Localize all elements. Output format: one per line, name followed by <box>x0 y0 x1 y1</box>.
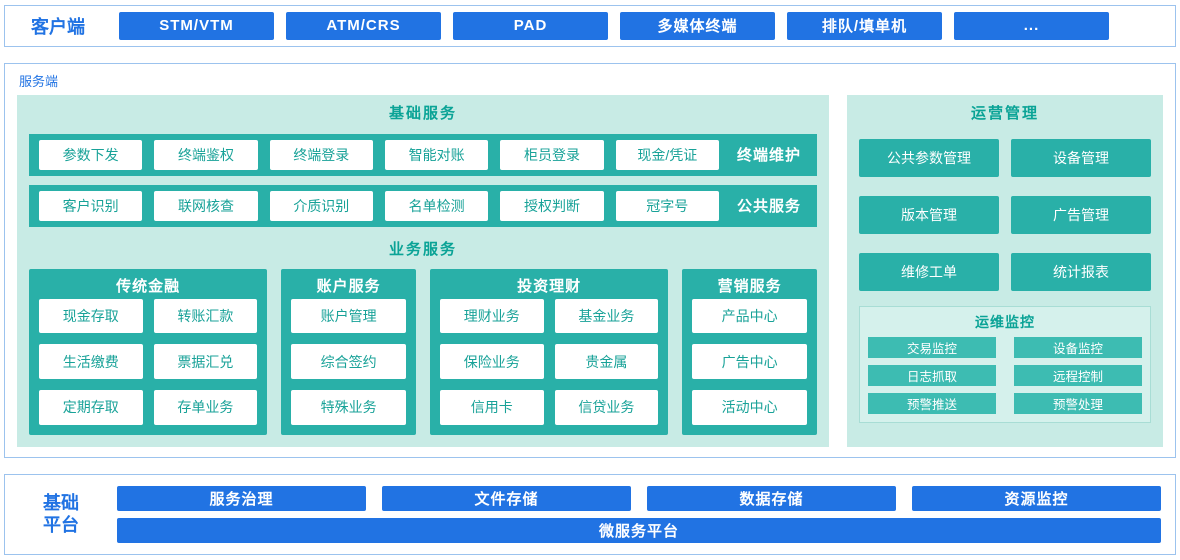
client-terminal-atm-crs: ATM/CRS <box>286 11 441 40</box>
platform-label: 基础 平台 <box>43 492 79 536</box>
business-cell: 账户管理 <box>291 298 406 334</box>
client-terminal-more: ... <box>954 11 1109 40</box>
monitor-item: 预警推送 <box>868 392 996 414</box>
business-cell: 票据汇兑 <box>153 344 258 379</box>
group-title: 营销服务 <box>717 277 782 295</box>
operation-item: 统计报表 <box>1011 252 1151 291</box>
basic-cell: 终端登录 <box>269 139 373 170</box>
client-band: 客户端 STM/VTM ATM/CRS PAD 多媒体终端 排队/填单机 ... <box>4 5 1176 47</box>
basic-cell: 授权判断 <box>500 190 604 221</box>
business-cell: 基金业务 <box>554 298 659 334</box>
basic-cell: 介质识别 <box>269 190 373 221</box>
client-terminal-multimedia: 多媒体终端 <box>620 11 775 40</box>
platform-data-storage: 数据存储 <box>647 485 896 511</box>
monitor-item: 日志抓取 <box>868 364 996 386</box>
client-terminal-queue: 排队/填单机 <box>787 11 942 40</box>
operation-item: 设备管理 <box>1011 138 1151 177</box>
group-traditional-finance: 传统金融 现金存取 转账汇款 生活缴费 票据汇兑 定期存取 存单业务 <box>29 268 268 435</box>
client-terminal-pad: PAD <box>453 11 608 40</box>
business-cell: 理财业务 <box>440 298 544 334</box>
monitor-item: 设备监控 <box>1014 336 1142 358</box>
operation-item: 广告管理 <box>1011 195 1151 234</box>
basic-row-tag: 公共服务 <box>736 198 801 216</box>
operation-item: 公共参数管理 <box>859 138 999 177</box>
monitor-item: 远程控制 <box>1014 364 1142 386</box>
client-terminal-stm-vtm: STM/VTM <box>119 11 274 40</box>
basic-cell: 冠字号 <box>615 190 719 221</box>
group-investment: 投资理财 理财业务 基金业务 保险业务 贵金属 信用卡 信贷业务 <box>430 268 669 435</box>
basic-cell: 柜员登录 <box>500 139 604 170</box>
basic-cell: 智能对账 <box>384 139 489 170</box>
basic-services-title: 基础服务 <box>388 104 457 122</box>
basic-cell: 现金/凭证 <box>615 139 719 170</box>
basic-row-terminal-maintenance: 参数下发 终端鉴权 终端登录 智能对账 柜员登录 现金/凭证 终端维护 <box>29 133 817 176</box>
group-title: 传统金融 <box>116 277 181 295</box>
basic-cell: 客户识别 <box>39 190 143 221</box>
business-cell: 综合签约 <box>291 344 406 379</box>
business-cell: 保险业务 <box>440 344 544 379</box>
business-cell: 活动中心 <box>692 390 807 425</box>
basic-cell: 参数下发 <box>39 139 143 170</box>
ops-monitor-panel: 运维监控 交易监控 设备监控 日志抓取 远程控制 预警推送 预警处理 <box>859 305 1151 423</box>
business-cell: 贵金属 <box>554 344 659 379</box>
operation-buttons: 公共参数管理 设备管理 版本管理 广告管理 维修工单 统计报表 <box>859 138 1151 291</box>
monitor-item: 交易监控 <box>868 336 996 358</box>
operation-panel: 运营管理 公共参数管理 设备管理 版本管理 广告管理 维修工单 统计报表 运维监… <box>847 94 1163 447</box>
basic-row-public-services: 客户识别 联网核查 介质识别 名单检测 授权判断 冠字号 公共服务 <box>29 184 817 227</box>
basic-cell: 联网核查 <box>154 190 258 221</box>
operation-item: 维修工单 <box>859 252 999 291</box>
business-cell: 产品中心 <box>692 298 807 334</box>
client-terminal-list: STM/VTM ATM/CRS PAD 多媒体终端 排队/填单机 ... <box>119 11 1165 40</box>
business-cell: 信贷业务 <box>554 390 659 425</box>
server-band: 服务端 基础服务 参数下发 终端鉴权 终端登录 智能对账 柜员登录 现金/凭证 … <box>4 62 1176 458</box>
group-title: 投资理财 <box>517 277 582 295</box>
services-panel: 基础服务 参数下发 终端鉴权 终端登录 智能对账 柜员登录 现金/凭证 终端维护… <box>17 94 829 447</box>
server-label: 服务端 <box>19 73 59 89</box>
basic-cell: 终端鉴权 <box>154 139 258 170</box>
group-title: 账户服务 <box>316 277 381 295</box>
ops-monitor-title: 运维监控 <box>975 313 1035 330</box>
server-content: 基础服务 参数下发 终端鉴权 终端登录 智能对账 柜员登录 现金/凭证 终端维护… <box>17 94 1163 447</box>
basic-cell: 名单检测 <box>384 190 489 221</box>
basic-row-tag: 终端维护 <box>736 147 801 165</box>
platform-resource-monitor: 资源监控 <box>912 485 1161 511</box>
business-cell: 现金存取 <box>39 298 143 334</box>
platform-band: 基础 平台 服务治理 文件存储 数据存储 资源监控 微服务平台 <box>4 473 1176 555</box>
platform-service-governance: 服务治理 <box>117 485 366 511</box>
operation-item: 版本管理 <box>859 195 999 234</box>
group-marketing-services: 营销服务 产品中心 广告中心 活动中心 <box>682 268 817 435</box>
monitor-item: 预警处理 <box>1014 392 1142 414</box>
business-cell: 广告中心 <box>692 344 807 379</box>
business-groups: 传统金融 现金存取 转账汇款 生活缴费 票据汇兑 定期存取 存单业务 账户服务 <box>29 268 817 435</box>
business-services-title: 业务服务 <box>388 240 457 258</box>
business-cell: 定期存取 <box>39 390 143 425</box>
platform-file-storage: 文件存储 <box>382 485 631 511</box>
operation-title: 运营管理 <box>970 104 1039 122</box>
business-cell: 信用卡 <box>440 390 544 425</box>
client-label: 客户端 <box>31 16 85 37</box>
microservice-platform-bar: 微服务平台 <box>117 517 1161 543</box>
platform-services: 服务治理 文件存储 数据存储 资源监控 微服务平台 <box>117 485 1161 543</box>
business-cell: 特殊业务 <box>291 390 406 425</box>
business-cell: 转账汇款 <box>153 298 258 334</box>
business-cell: 生活缴费 <box>39 344 143 379</box>
business-cell: 存单业务 <box>153 390 258 425</box>
group-account-services: 账户服务 账户管理 综合签约 特殊业务 <box>281 268 416 435</box>
